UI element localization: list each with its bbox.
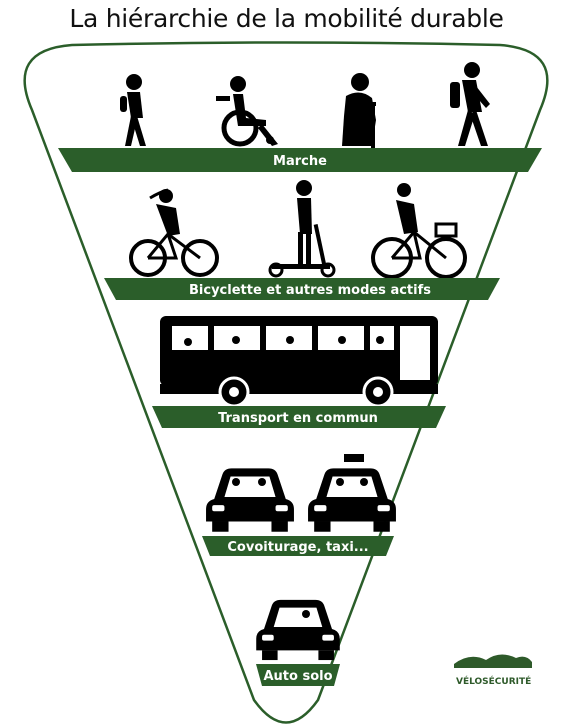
- scooter-rider-icon: [268, 180, 336, 278]
- elderly-with-cane-icon: [342, 73, 376, 148]
- level-label-solo-car: Auto solo: [263, 669, 332, 684]
- level-solo-car: Auto solo: [256, 599, 340, 686]
- level-label-carpool: Covoiturage, taxi...: [227, 540, 368, 555]
- taxi-icon: [308, 454, 396, 532]
- carpool-car-icon: [206, 468, 294, 532]
- band-walking: [58, 148, 542, 172]
- logo-text: VÉLOSÉCURITÉ: [456, 675, 531, 687]
- level-label-cycling: Bicyclette et autres modes actifs: [189, 283, 431, 298]
- solo-car-icon: [256, 599, 340, 661]
- band-carpool: [202, 536, 394, 556]
- band-solo-car: [256, 664, 340, 686]
- level-label-public-transit: Transport en commun: [218, 411, 378, 426]
- level-label-walking: Marche: [273, 154, 327, 169]
- logo: VÉLOSÉCURITÉ: [454, 654, 532, 687]
- cyclist-icon: [129, 188, 219, 277]
- band-public-transit: [152, 406, 446, 428]
- cargo-cyclist-icon: [371, 183, 467, 279]
- bus-icon: [160, 316, 438, 408]
- band-cycling: [104, 278, 500, 300]
- wheelchair-user-icon: [216, 76, 278, 147]
- page-title: La hiérarchie de la mobilité durable: [69, 4, 504, 33]
- hiker-icon: [450, 62, 490, 146]
- level-walking: Marche: [58, 62, 542, 172]
- funnel-outline: [23, 41, 549, 724]
- level-cycling: Bicyclette et autres modes actifs: [104, 180, 500, 300]
- level-public-transit: Transport en commun: [152, 316, 446, 428]
- level-carpool: Covoiturage, taxi...: [202, 454, 396, 556]
- walking-person-icon: [120, 74, 146, 146]
